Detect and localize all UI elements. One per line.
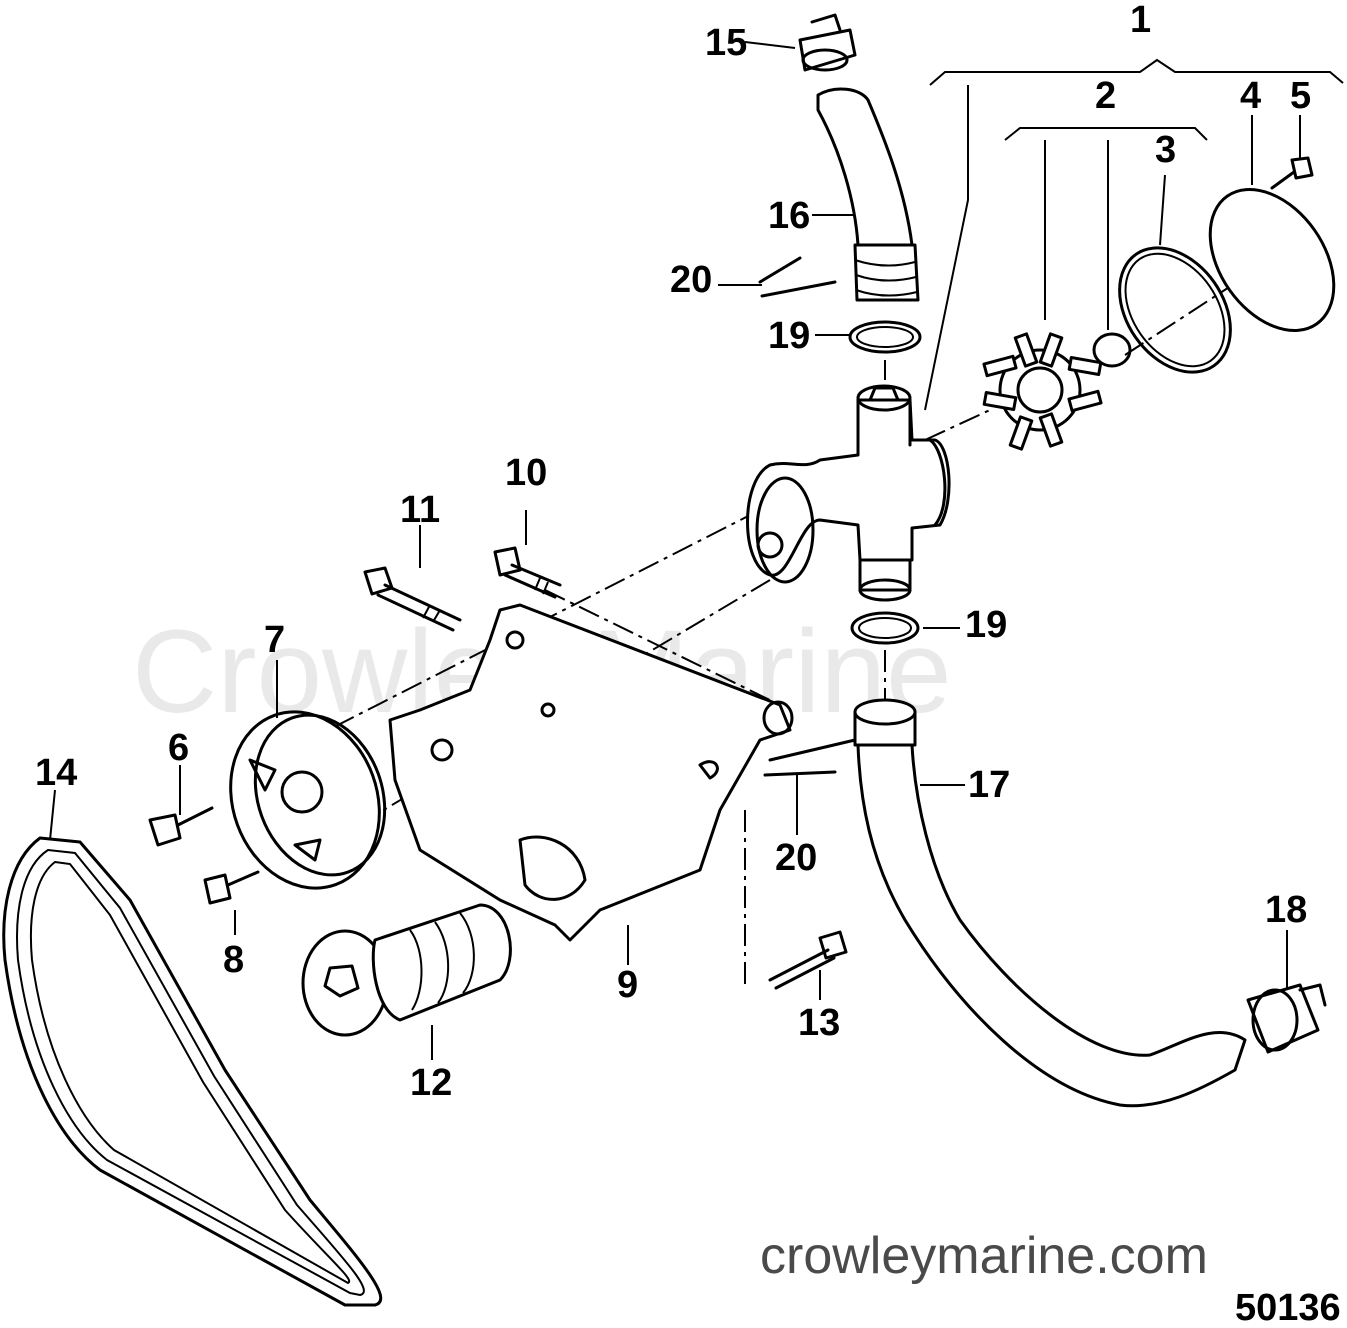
callout-4: 4 <box>1240 75 1261 117</box>
callout-7: 7 <box>264 619 285 661</box>
gasket-ring <box>1118 246 1232 374</box>
hose-clamp-lower <box>1246 983 1327 1054</box>
bolt-10 <box>493 546 562 599</box>
cover-screw <box>1270 156 1314 190</box>
callout-16: 16 <box>768 195 810 237</box>
pulley <box>229 710 387 890</box>
upper-hose <box>816 87 920 302</box>
belt-tensioner <box>301 903 512 1037</box>
callout-13: 13 <box>798 1002 840 1044</box>
lower-hose <box>853 698 1247 1108</box>
callout-11: 11 <box>400 489 440 531</box>
callout-20-lower: 20 <box>775 837 817 879</box>
pump-cover <box>1208 187 1336 333</box>
hose-clamp-top <box>798 13 857 72</box>
website-text: crowleymarine.com <box>760 1227 1208 1285</box>
zip-tie-lower <box>763 738 857 777</box>
bolt-11 <box>363 566 462 632</box>
callout-6: 6 <box>168 727 189 769</box>
figure-number: 50136 <box>1235 1287 1341 1328</box>
serpentine-belt <box>2 836 383 1307</box>
callout-14: 14 <box>35 752 77 794</box>
callout-9: 9 <box>617 964 638 1006</box>
callout-8: 8 <box>223 939 244 981</box>
callout-17: 17 <box>968 764 1010 806</box>
zip-tie-upper <box>758 256 837 298</box>
bolt-13 <box>768 930 848 990</box>
callout-10: 10 <box>505 452 547 494</box>
group-bracket-1 <box>924 58 1344 411</box>
o-ring-lower <box>850 611 920 645</box>
callout-12: 12 <box>410 1062 452 1104</box>
impeller <box>982 332 1103 451</box>
callout-3: 3 <box>1155 129 1176 171</box>
leader-lines <box>49 41 1301 1060</box>
callout-1: 1 <box>1130 0 1151 41</box>
mounting-bracket <box>388 603 794 942</box>
pump-housing <box>746 384 951 602</box>
callout-labels: 1 2 3 4 5 15 16 20 19 10 11 19 7 6 14 17… <box>35 0 1311 1104</box>
callout-20-upper: 20 <box>670 259 712 301</box>
o-ring-upper <box>848 320 922 354</box>
callout-2: 2 <box>1095 75 1116 117</box>
callout-19-upper: 19 <box>768 315 810 357</box>
callout-5: 5 <box>1290 75 1311 117</box>
callout-18: 18 <box>1265 889 1307 931</box>
bolt-6 <box>148 806 214 847</box>
group-bracket-2 <box>1004 127 1208 330</box>
callout-15: 15 <box>705 22 747 64</box>
impeller-plug <box>1092 332 1132 368</box>
callout-19-lower: 19 <box>965 604 1007 646</box>
bolt-8 <box>203 870 260 905</box>
